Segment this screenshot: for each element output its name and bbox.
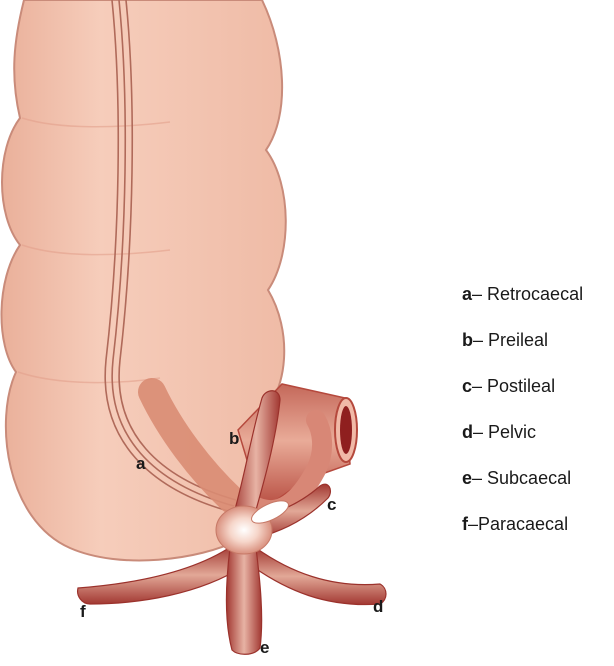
legend-key: d [462, 422, 473, 442]
legend-key: e [462, 468, 472, 488]
legend-text: – Subcaecal [472, 468, 571, 488]
label-f: f [80, 602, 86, 621]
label-d: d [373, 597, 383, 616]
label-e: e [260, 638, 269, 657]
legend-key: c [462, 376, 472, 396]
legend-key: a [462, 284, 472, 304]
legend-item-pelvic: d– Pelvic [462, 418, 612, 464]
legend: a– Retrocaecal b– Preileal c– Postileal … [462, 280, 612, 556]
legend-text: – Postileal [472, 376, 555, 396]
label-c: c [327, 495, 336, 514]
ileum-lumen [340, 406, 352, 454]
legend-item-paracaecal: f–Paracaecal [462, 510, 612, 556]
legend-text: – Retrocaecal [472, 284, 583, 304]
pelvic-appendix [252, 548, 386, 605]
legend-text: –Paracaecal [468, 514, 568, 534]
label-a: a [136, 454, 146, 473]
legend-text: – Preileal [473, 330, 548, 350]
legend-text: – Pelvic [473, 422, 536, 442]
legend-key: b [462, 330, 473, 350]
subcaecal-appendix [227, 548, 262, 654]
label-b: b [229, 429, 239, 448]
legend-item-postileal: c– Postileal [462, 372, 612, 418]
legend-item-subcaecal: e– Subcaecal [462, 464, 612, 510]
legend-item-preileal: b– Preileal [462, 326, 612, 372]
legend-item-retrocaecal: a– Retrocaecal [462, 280, 612, 326]
